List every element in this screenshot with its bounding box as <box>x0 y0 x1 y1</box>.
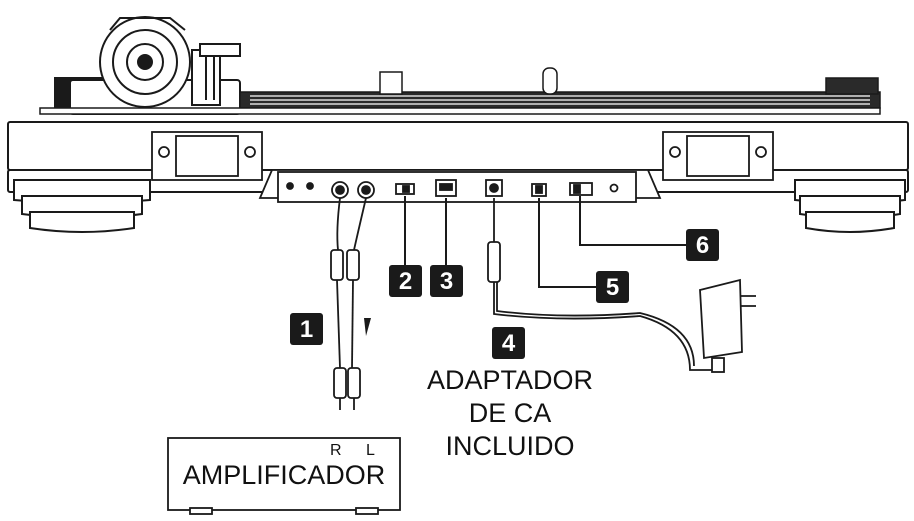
right-foot <box>794 179 906 233</box>
platter <box>39 67 881 115</box>
callout-badge-2: 2 <box>389 265 422 297</box>
ac-adapter-icon <box>699 278 756 373</box>
right-damper-block <box>662 131 774 181</box>
callout-number-2: 2 <box>398 268 413 295</box>
amplifier-box <box>167 437 401 515</box>
ac-adapter-caption-line3: INCLUIDO <box>445 431 575 461</box>
rca-cables <box>330 197 367 410</box>
callout-badge-5: 5 <box>596 271 629 303</box>
amplifier-channel-l: L <box>366 442 375 459</box>
ac-adapter-caption-line1: ADAPTADOR <box>426 365 594 395</box>
callout-badge-6: 6 <box>686 229 719 261</box>
callout-number-6: 6 <box>695 232 710 259</box>
amplifier-channel-r: R <box>330 442 342 459</box>
left-damper-block <box>151 131 263 181</box>
left-foot <box>13 179 151 233</box>
arrow-icon <box>364 318 371 336</box>
tonearm-assembly <box>54 16 241 115</box>
rear-connector-panel <box>258 169 662 203</box>
callout-number-4: 4 <box>501 330 516 357</box>
callout-number-5: 5 <box>605 274 620 301</box>
callout-number-1: 1 <box>299 316 314 343</box>
power-cable <box>487 198 716 371</box>
ac-adapter-caption: ADAPTADOR DE CA INCLUIDO <box>400 364 620 463</box>
amplifier-label: AMPLIFICADOR <box>182 460 386 490</box>
leader-lines <box>404 196 686 288</box>
callout-number-3: 3 <box>439 268 454 295</box>
callout-badge-1: 1 <box>290 313 323 345</box>
callout-badge-4: 4 <box>492 327 525 359</box>
callout-badge-3: 3 <box>430 265 463 297</box>
ac-adapter-caption-line2: DE CA <box>468 398 552 428</box>
